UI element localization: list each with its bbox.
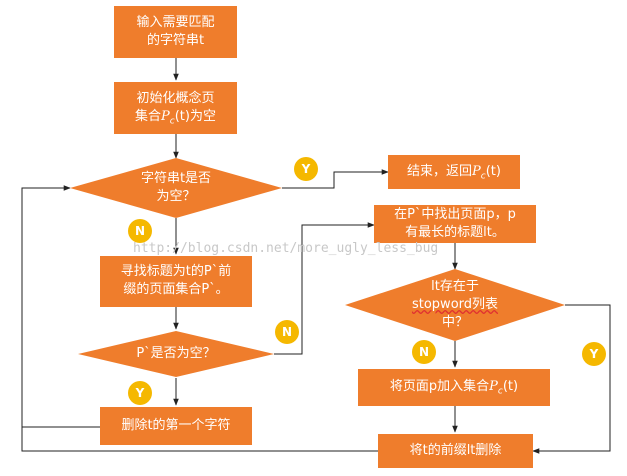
node-cond-p-empty (78, 331, 274, 377)
label-cond-empty-line1: 字符串t是否 (140, 171, 212, 186)
arrow-cond-yes-to-end (282, 169, 389, 189)
arrow-cond-p-no-to-find-longest (274, 222, 375, 355)
label-delete-prefix: 将t的前缀lt删除 (409, 443, 502, 458)
label-find-longest-line2: 有最长的标题lt。 (405, 225, 505, 240)
label-add-page: 将页面p加入集合Pc(t) (389, 379, 519, 397)
badge-no-find-longest: N (275, 320, 299, 344)
label-find-longest-line1: 在P`中找出页面p，p (394, 207, 516, 222)
badge-yes-end: Y (294, 157, 318, 181)
label-cond-empty: 字符串t是否 为空？ (114, 170, 238, 206)
watermark-url: http://blog.csdn.net/more_ugly_less_bug (133, 241, 439, 256)
badge-yes-delete-first: Y (128, 381, 152, 405)
node-delete-prefix (378, 434, 533, 468)
label-cond-stopword-line1: lt存在于 (431, 279, 479, 294)
label-cond-empty-line2: 为空？ (156, 189, 196, 204)
node-cond-stopword (345, 269, 565, 341)
node-end (388, 155, 520, 189)
label-input: 输入需要匹配 的字符串t (114, 14, 237, 50)
badge-no-add-page: N (412, 340, 436, 364)
badge-yes-delete-prefix: Y (582, 342, 606, 366)
label-find-prefix-line2: 缀的页面集合P`。 (123, 282, 229, 297)
label-find-prefix: 寻找标题为t的P`前 缀的页面集合P`。 (100, 263, 252, 299)
label-cond-stopword: lt存在于 stopword列表 中？ (395, 278, 515, 332)
label-input-line1: 输入需要匹配 (136, 15, 215, 30)
arrow-delete-prefix-loop (21, 185, 378, 452)
label-cond-stopword-line2: stopword列表 (411, 297, 499, 312)
badge-no-find-prefix: N (128, 219, 152, 243)
node-delete-first (100, 407, 252, 445)
node-find-longest (374, 205, 536, 243)
node-init (114, 82, 237, 134)
node-add-page (358, 369, 550, 406)
node-input (114, 6, 237, 58)
node-cond-empty (70, 158, 282, 218)
label-find-prefix-line1: 寻找标题为t的P`前 (120, 264, 232, 279)
label-init-line1: 初始化概念页 (136, 91, 215, 106)
label-cond-p-empty: P`是否为空？ (136, 346, 216, 361)
label-cond-stopword-line3: 中？ (441, 315, 468, 330)
arrow-cond-stop-yes-to-delete-prefix (532, 304, 611, 454)
label-find-longest: 在P`中找出页面p，p 有最长的标题lt。 (374, 206, 536, 242)
label-init-line2: 集合Pc(t)为空 (135, 109, 216, 127)
node-find-prefix (100, 256, 252, 307)
label-end: 结束，返回Pc(t) (407, 164, 501, 182)
label-input-line2: 的字符串t (146, 33, 205, 48)
label-delete-first: 删除t的第一个字符 (121, 418, 231, 433)
label-init: 初始化概念页 集合Pc(t)为空 (114, 90, 237, 131)
